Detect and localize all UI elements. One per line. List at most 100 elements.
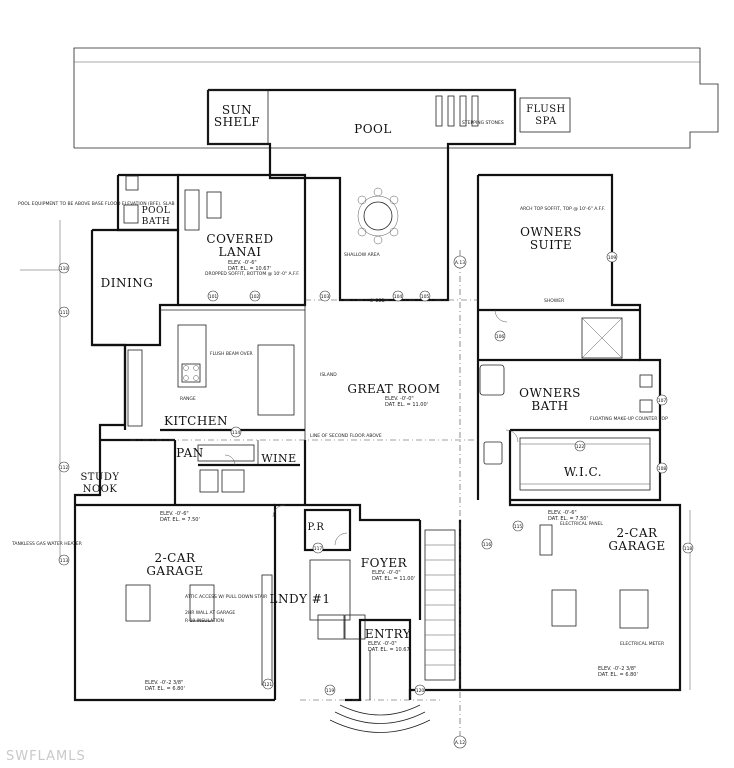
- room-label-great-room: GREAT ROOM: [347, 382, 440, 396]
- room-label-foyer: FOYER: [361, 556, 408, 570]
- interior-walls: [75, 175, 660, 690]
- svg-text:105: 105: [421, 294, 430, 300]
- svg-text:107: 107: [658, 398, 667, 404]
- tag-118: 118: [682, 542, 694, 554]
- note-insulation: R-19 INSULATION: [185, 618, 224, 624]
- room-label-owners-bath-2: BATH: [531, 399, 568, 413]
- svg-text:117: 117: [314, 546, 323, 552]
- elev-foyer-1: ELEV. -0'-0": [372, 570, 401, 576]
- room-label-owners-suite-1: OWNERS: [520, 225, 582, 239]
- svg-text:108: 108: [658, 466, 667, 472]
- tag-121: 121: [262, 678, 274, 690]
- room-label-owners-bath-1: OWNERS: [519, 386, 581, 400]
- svg-text:103: 103: [321, 294, 330, 300]
- room-label-pool-bath-2: BATH: [142, 217, 170, 227]
- pool-deck: [73, 47, 719, 149]
- tag-a13-top: A.13: [453, 255, 467, 269]
- svg-text:A.12: A.12: [455, 740, 465, 746]
- tag-122: 122: [574, 440, 586, 452]
- elev-garage-right-bottom-1: ELEV. -0'-2 3/8": [598, 666, 636, 672]
- callout-tags: 101 102 103 104 105 106 107 108 109 110 …: [58, 251, 694, 749]
- note-attic-access: ATTIC ACCESS W/ PULL DOWN STAIR: [185, 594, 267, 600]
- tag-a12-bottom: A.12: [453, 735, 467, 749]
- room-label-garage-right-1: 2-CAR: [616, 526, 658, 540]
- tag-102: 102: [249, 290, 261, 302]
- note-stepping-stones: STEPPING STONES: [462, 120, 504, 126]
- note-flush-beam: FLUSH BEAM OVER: [210, 351, 253, 357]
- tag-106: 106: [494, 330, 506, 342]
- reference-lines: [20, 220, 691, 740]
- room-label-garage-left-1: 2-CAR: [154, 551, 196, 565]
- elev-lanai-1: ELEV. -0'-6": [228, 260, 257, 266]
- room-label-pan: PAN: [176, 446, 204, 460]
- room-label-garage-left-2: GARAGE: [146, 564, 203, 578]
- svg-text:110: 110: [60, 266, 69, 272]
- tag-113: 113: [58, 554, 70, 566]
- tag-114: 114: [230, 426, 242, 438]
- room-labels: SUN SHELF POOL FLUSH SPA POOL BATH COVER…: [80, 103, 665, 641]
- svg-text:112: 112: [60, 465, 69, 471]
- door-swings: [224, 309, 519, 546]
- note-shower: SHOWER: [544, 298, 564, 304]
- tag-120: 120: [414, 684, 426, 696]
- room-label-pool-bath-1: POOL: [142, 206, 171, 216]
- note-electrical-panel: ELECTRICAL PANEL: [560, 521, 603, 527]
- svg-text:121: 121: [264, 682, 273, 688]
- tag-109: 109: [606, 251, 618, 263]
- watermark-text: SWFLAMLS: [6, 749, 86, 764]
- svg-text:122: 122: [576, 444, 585, 450]
- annotation-notes: SHALLOW AREA STEPPING STONES POOL EQUIPM…: [11, 120, 668, 647]
- note-shallow-area: SHALLOW AREA: [344, 252, 381, 258]
- note-tankless: TANKLESS GAS WATER HEATER: [11, 541, 82, 547]
- note-fire-wall: 2HR WALL AT GARAGE: [185, 610, 235, 616]
- tag-108: 108: [656, 462, 668, 474]
- svg-text:106: 106: [496, 334, 505, 340]
- elev-garage-left-bottom-2: DAT. EL. = 6.80': [145, 686, 185, 692]
- elev-entry-1: ELEV. -0'-0": [368, 641, 397, 647]
- elev-garage-left-2: DAT. EL. = 7.50': [160, 517, 200, 523]
- tag-116: 116: [481, 538, 493, 550]
- note-range: RANGE: [180, 396, 196, 402]
- elev-garage-left-bottom-1: ELEV. -0'-2 3/8": [145, 680, 183, 686]
- elev-great-room-1: ELEV. -0'-0": [385, 396, 414, 402]
- note-drop-soffit-lanai: DROPPED SOFFIT, BOTTOM @ 10'-0" A.F.F.: [205, 271, 300, 277]
- svg-text:119: 119: [326, 688, 335, 694]
- tag-104: 104: [392, 290, 404, 302]
- note-line-of-ceiling: LINE OF SECOND FLOOR ABOVE: [310, 433, 382, 439]
- svg-text:104: 104: [394, 294, 403, 300]
- svg-text:A.13: A.13: [455, 260, 465, 266]
- elev-garage-right-top-2: DAT. EL. = 7.50': [548, 516, 588, 522]
- note-arch-top-soffit: ARCH TOP SOFFIT, TOP @ 10'-6" A.F.F.: [520, 206, 605, 212]
- tag-119: 119: [324, 684, 336, 696]
- elev-foyer-2: DAT. EL. = 11.00': [372, 576, 415, 582]
- tag-105: 105: [419, 290, 431, 302]
- note-bed-8ft: 8' BED: [370, 298, 385, 304]
- elev-entry-2: DAT. EL. = 10.67': [368, 647, 411, 653]
- elev-garage-right-top-1: ELEV. -0'-6": [548, 510, 577, 516]
- svg-text:102: 102: [251, 294, 260, 300]
- room-label-wine: WINE: [261, 452, 296, 465]
- room-label-flush-spa-2: SPA: [535, 116, 557, 127]
- svg-text:115: 115: [514, 524, 523, 530]
- room-label-entry: ENTRY: [365, 627, 412, 641]
- room-label-study-nook-1: STUDY: [80, 472, 119, 483]
- tag-101: 101: [207, 290, 219, 302]
- tag-110: 110: [58, 262, 70, 274]
- entry-steps: [329, 650, 431, 733]
- svg-text:113: 113: [60, 558, 69, 564]
- svg-text:101: 101: [209, 294, 218, 300]
- svg-text:116: 116: [483, 542, 492, 548]
- svg-text:114: 114: [232, 430, 241, 436]
- room-label-study-nook-2: NOOK: [83, 484, 118, 495]
- svg-text:120: 120: [416, 688, 425, 694]
- room-label-dining: DINING: [101, 276, 154, 290]
- tag-117: 117: [312, 542, 324, 554]
- note-electrical-meter: ELECTRICAL METER: [620, 641, 664, 647]
- tag-107: 107: [656, 394, 668, 406]
- room-label-owners-suite-2: SUITE: [530, 238, 572, 252]
- pool: [206, 88, 571, 302]
- tag-112: 112: [58, 461, 70, 473]
- elev-garage-right-bottom-2: DAT. EL. = 6.80': [598, 672, 638, 678]
- room-label-garage-right-2: GARAGE: [608, 539, 665, 553]
